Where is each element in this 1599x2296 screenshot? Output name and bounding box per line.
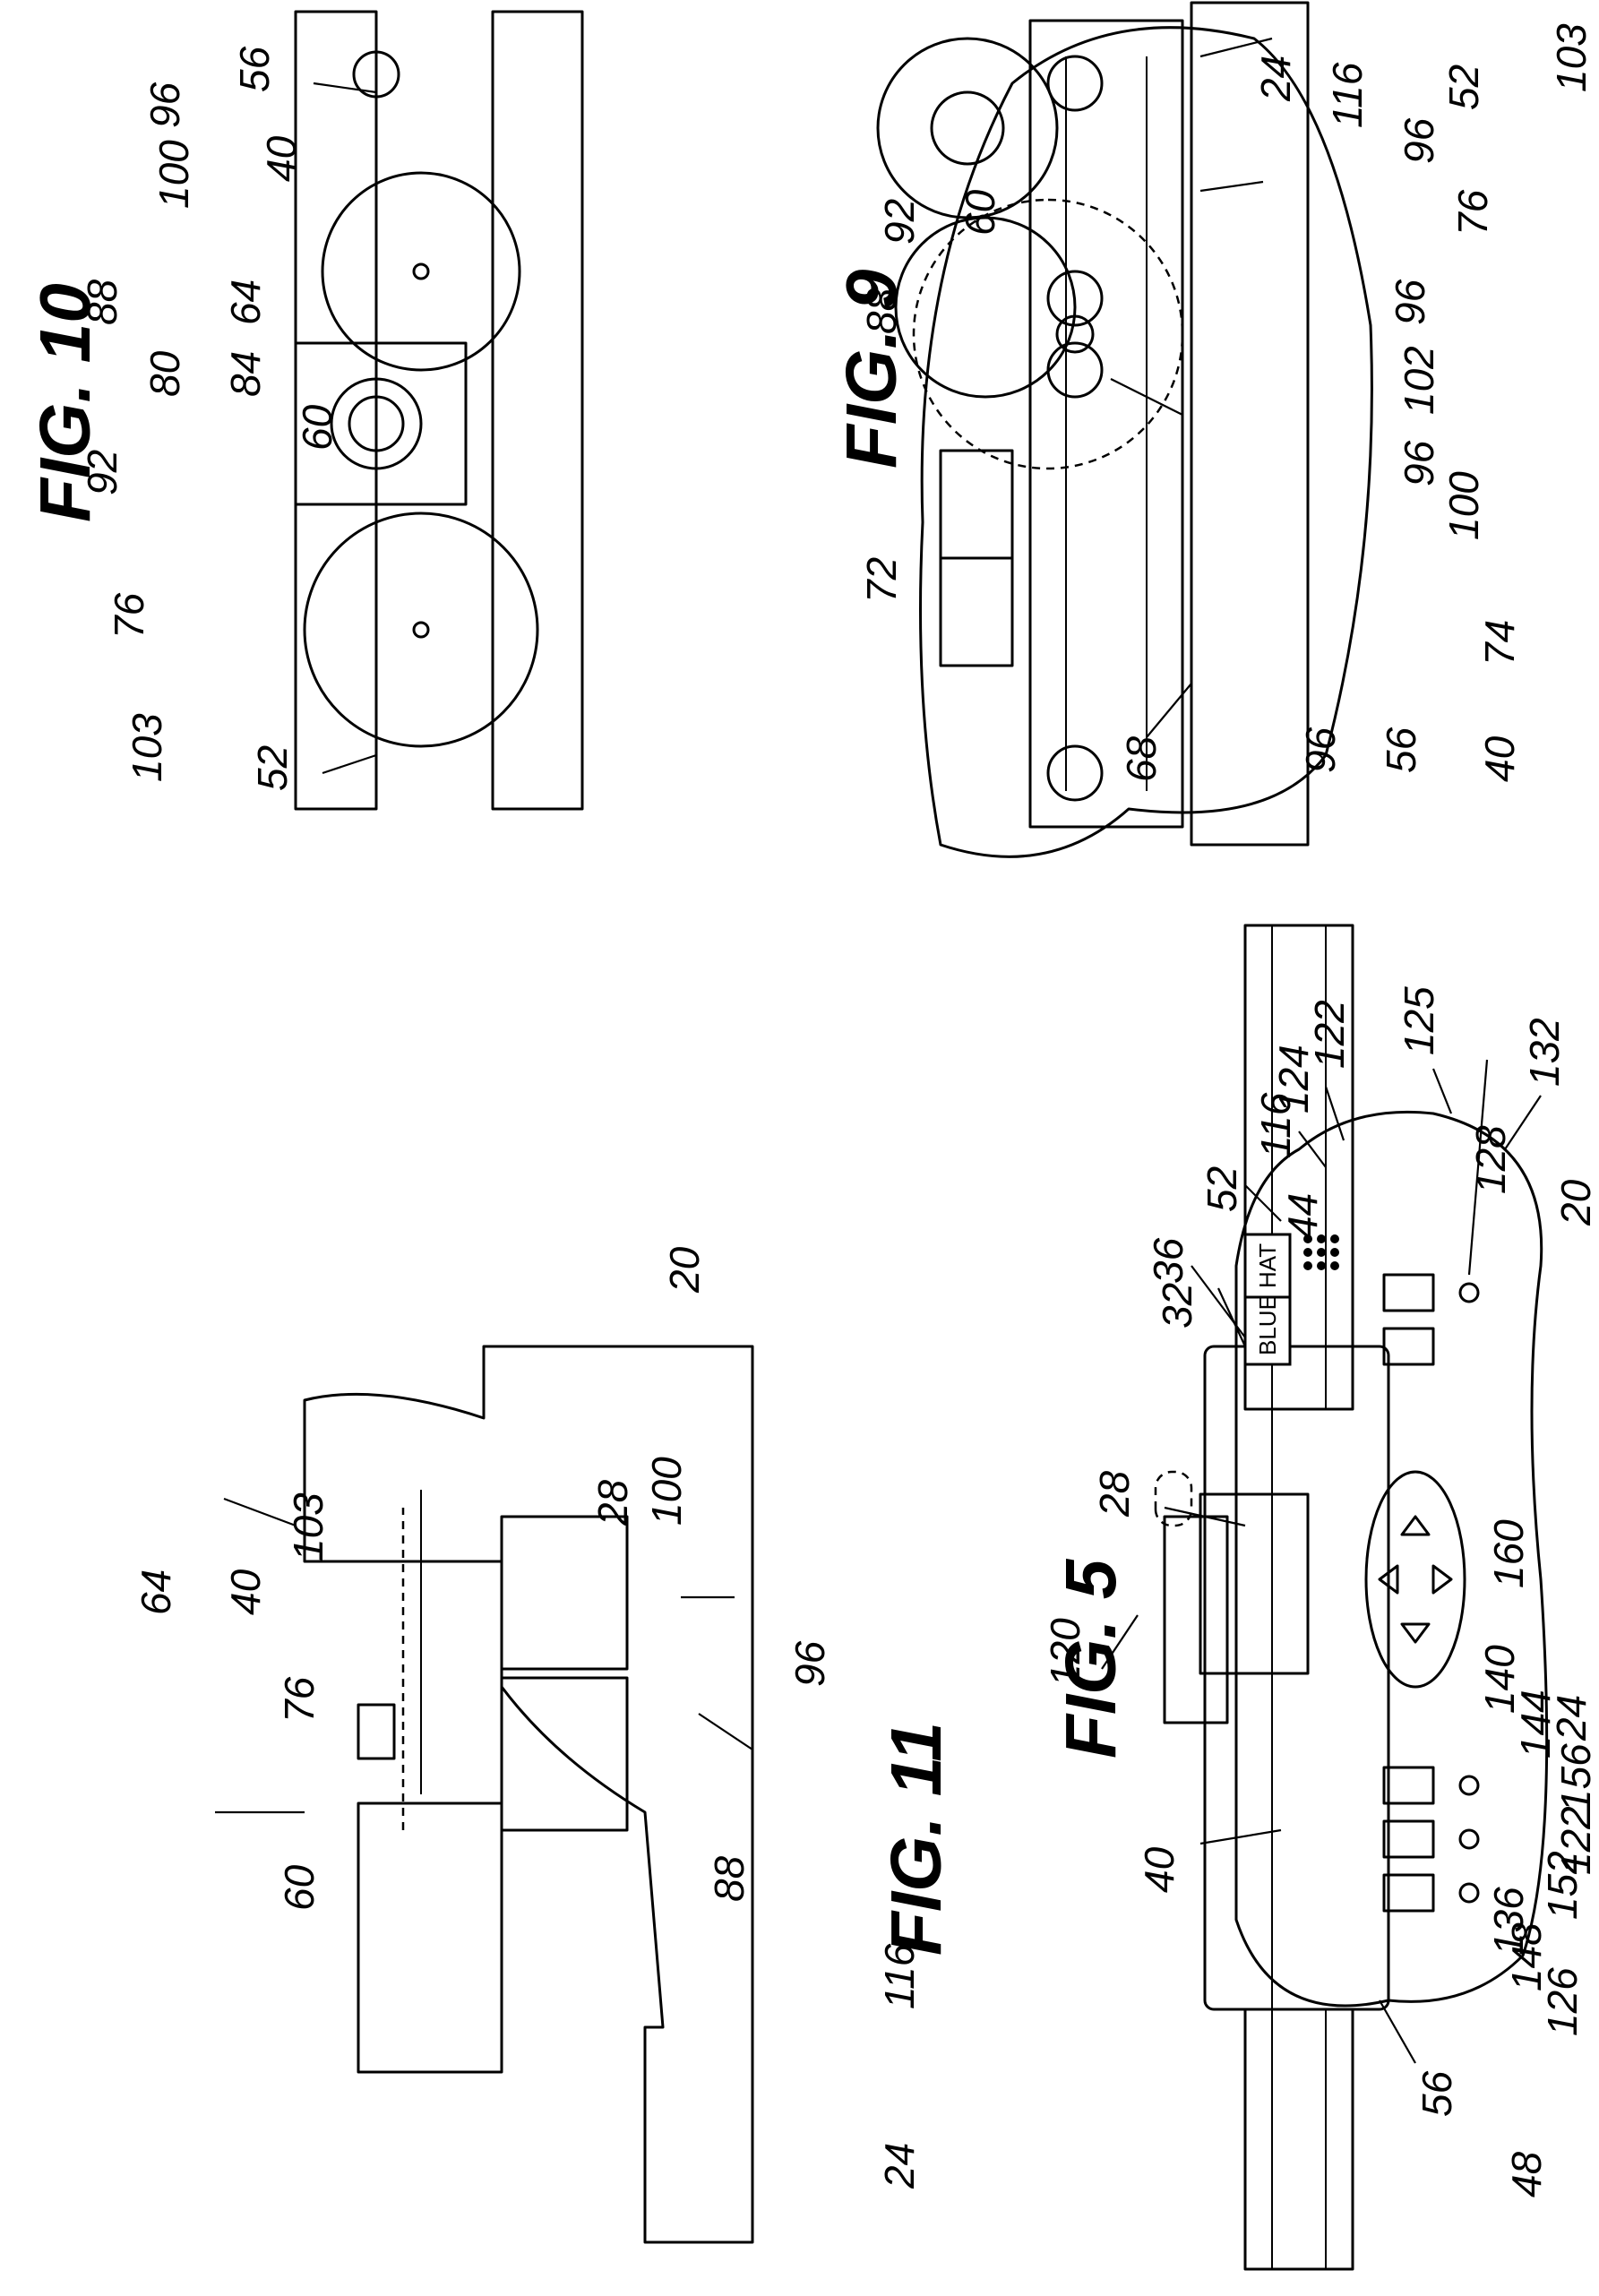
fig9-caption: FIG. 9 (831, 269, 911, 469)
fig10-label-64: 64 (222, 279, 269, 325)
rail-left (1245, 2009, 1353, 2269)
fig9-label-68: 68 (1118, 735, 1165, 782)
fig11-label-28: 28 (589, 1479, 636, 1526)
fig5-caption: FIG. 5 (1051, 1558, 1130, 1759)
label-20: 20 (1552, 1179, 1599, 1226)
tag-hat: HAT (1254, 1243, 1281, 1288)
fig10-track-top (493, 12, 582, 809)
fig9-label-96-mid: 96 (1387, 279, 1433, 325)
label-44: 44 (1279, 1193, 1326, 1239)
roll-88-fig10 (322, 173, 520, 370)
led-148 (1460, 1884, 1478, 1902)
fig11-label-100: 100 (643, 1457, 690, 1526)
roller-96-d (1048, 56, 1102, 110)
fig9-label-56: 56 (1378, 727, 1424, 773)
fig9-label-96-left: 96 (1396, 440, 1442, 486)
label-132: 132 (1521, 1018, 1568, 1087)
fig9-label-52: 52 (1440, 64, 1487, 110)
label-28: 28 (1091, 1470, 1138, 1518)
label-160: 160 (1485, 1519, 1532, 1588)
battery-68-a (941, 558, 1012, 666)
fig9-label-76: 76 (1449, 189, 1496, 236)
fig10-label-100: 100 (150, 140, 197, 209)
display-window (1200, 1494, 1308, 1673)
fig11-motor (502, 1517, 627, 1669)
fig11-label-64: 64 (133, 1569, 179, 1615)
fig9-track-outer (1191, 3, 1308, 845)
printer-top (1165, 1517, 1227, 1723)
label-156: 156 (1552, 1743, 1599, 1812)
label-125: 125 (1396, 986, 1442, 1055)
fig11-label-76: 76 (276, 1676, 322, 1723)
label-52: 52 (1199, 1166, 1245, 1212)
fig11-label-103: 103 (285, 1492, 331, 1561)
label-48: 48 (1503, 2151, 1550, 2197)
label-36: 36 (1145, 1237, 1191, 1284)
label-122-right: 122 (1306, 1000, 1353, 1069)
fig11-gear (358, 1705, 394, 1759)
fig9-label-92: 92 (876, 199, 923, 245)
fig10-label-52: 52 (249, 745, 296, 791)
label-128: 128 (1467, 1125, 1514, 1194)
led-125 (1460, 1284, 1478, 1302)
led-152 (1460, 1830, 1478, 1848)
fig9-label-60: 60 (957, 189, 1003, 236)
label-24: 24 (1548, 1695, 1595, 1741)
tag-blue: BLUE (1254, 1294, 1281, 1355)
button-144 (1384, 1767, 1433, 1803)
fig10-label-84: 84 (222, 351, 269, 397)
led-156 (1460, 1776, 1478, 1794)
fig9-label-100: 100 (1440, 471, 1487, 540)
fig9-dashed-circle (914, 200, 1182, 469)
fig9-track-inner (1030, 21, 1182, 827)
fig9-label-116: 116 (1324, 62, 1371, 128)
label-tags: BLUE HAT (1245, 1234, 1290, 1364)
fig10-label-103: 103 (124, 713, 170, 782)
fig9-label-74: 74 (1476, 620, 1523, 666)
roller-96-a (1048, 746, 1102, 800)
fig9-labels: 103 52 96 116 24 76 96 102 96 100 74 40 … (858, 23, 1595, 782)
fig9-label-24: 24 (1252, 56, 1299, 102)
fig9-label-40: 40 (1476, 735, 1523, 782)
button-136 (1384, 1875, 1433, 1911)
fig10-label-56: 56 (231, 46, 278, 92)
fig11-label-24: 24 (876, 2143, 923, 2189)
button-132 (1384, 1275, 1433, 1311)
fig11-label-40: 40 (222, 1569, 269, 1615)
battery-68-b (941, 451, 1012, 558)
fig10-label-40: 40 (258, 135, 305, 182)
fig11-caption: FIG. 11 (876, 1722, 956, 1956)
label-32: 32 (1154, 1283, 1200, 1329)
button-128 (1384, 1329, 1433, 1364)
fig10-label-80: 80 (142, 350, 188, 397)
fig11-label-20: 20 (661, 1246, 708, 1294)
label-56: 56 (1414, 2070, 1460, 2117)
roll-76 (305, 513, 537, 746)
button-140 (1384, 1821, 1433, 1857)
label-122-left: 122 (1552, 1806, 1599, 1875)
fig9-label-103: 103 (1548, 23, 1595, 92)
fig11-label-96: 96 (787, 1640, 833, 1687)
fig10-label-60: 60 (294, 404, 340, 451)
track-housing (1205, 1346, 1388, 2009)
fig10-label-76: 76 (106, 592, 152, 639)
label-126: 126 (1539, 1967, 1586, 2036)
fig11-label-88: 88 (706, 1855, 752, 1902)
fig9-label-102: 102 (1396, 346, 1442, 415)
roll-88 (896, 218, 1075, 397)
label-40: 40 (1136, 1846, 1182, 1893)
fig9-label-96-bottom: 96 (1297, 727, 1344, 773)
fig10-label-96: 96 (142, 82, 188, 128)
fig9-label-72: 72 (858, 557, 905, 603)
fig10-labels: 56 96 40 100 64 84 60 88 80 92 76 103 52 (79, 46, 340, 791)
fig11-housing (358, 1803, 502, 2072)
keypad-dots (1303, 1234, 1339, 1270)
fig11-label-60: 60 (276, 1864, 322, 1911)
fig10-caption: FIG. 10 (25, 283, 105, 522)
fig9-label-96-top: 96 (1396, 117, 1442, 164)
